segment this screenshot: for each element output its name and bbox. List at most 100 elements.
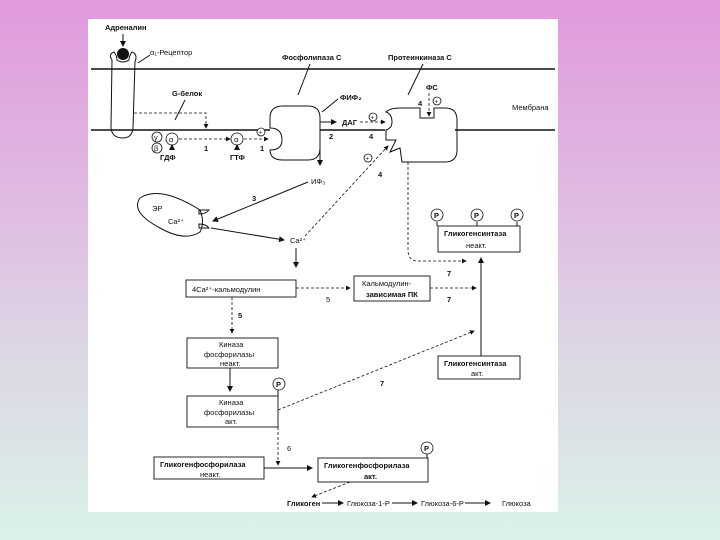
glycogen-synthase-inactive-box	[437, 225, 521, 253]
adrenaline-molecule	[117, 48, 129, 60]
glucose-6-p-label: Глюкоза-6-P	[421, 499, 464, 508]
ca-channel-bottom	[198, 223, 211, 229]
receptor-pointer	[137, 54, 151, 64]
diagram-sheet	[88, 19, 558, 512]
plus-sign-3	[432, 96, 442, 106]
step-7a: 7	[447, 269, 451, 278]
protein-kinase-c-shape	[385, 107, 458, 163]
g-protein-pointer	[174, 99, 186, 121]
gdp-label: ГДФ	[160, 153, 176, 162]
plus-sign-2	[368, 112, 378, 122]
phk-active-line-3: акт.	[225, 417, 237, 426]
phosphorylase-kinase-inactive-box	[186, 337, 279, 369]
phosphate-phk	[272, 377, 286, 391]
gs-active-line-1: Гликогенсинтаза	[444, 359, 507, 368]
step-5b: 5	[238, 311, 242, 320]
gs-inactive-line-1: Гликогенсинтаза	[444, 229, 507, 238]
step-4b: 4	[418, 99, 423, 108]
step-1b: 1	[260, 144, 264, 153]
phosphate-gs-3-label: P	[514, 211, 519, 220]
plus-label-4: +	[366, 157, 370, 163]
phosphate-gp-label: P	[424, 444, 429, 453]
phospholipase-label: Фосфолипаза С	[282, 53, 342, 62]
free-calcium-label: Ca²⁺	[290, 236, 306, 245]
step-6: 6	[287, 444, 291, 453]
phk-active-line-1: Киназа	[219, 398, 244, 407]
beta-subunit	[151, 142, 163, 154]
gs-active-line-2: акт.	[471, 369, 483, 378]
phosphate-gs-1	[430, 208, 444, 222]
ca-channel-top	[198, 209, 211, 215]
gp-inactive-line-1: Гликогенфосфорилаза	[160, 460, 246, 469]
phk-inactive-line-2: фосфорилазы	[204, 350, 254, 359]
glucose-1-p-label: Глюкоза-1-P	[347, 499, 390, 508]
glucose-label: Глюкоза	[502, 499, 532, 508]
receptor-label: α₁-Рецептор	[150, 48, 192, 57]
er-calcium-label: Ca²⁺	[168, 217, 184, 226]
plus-sign-4	[363, 153, 373, 163]
step-3: 3	[252, 194, 256, 203]
receptor-to-gprotein-dashed	[134, 112, 209, 129]
gp-active-line-1: Гликогенфосфорилаза	[324, 461, 410, 470]
endoplasmic-reticulum	[137, 193, 203, 237]
phk-active-line-2: фосфорилазы	[204, 408, 254, 417]
er-to-ca-arrow	[210, 227, 285, 243]
ca-to-pkc-arrow	[304, 145, 389, 237]
phosphate-gs-3	[510, 208, 524, 222]
phosphorylase-kinase-active-box	[186, 395, 279, 428]
gp-to-glycogen-arrow	[311, 481, 351, 498]
gs-inactive-line-2: неакт.	[466, 241, 487, 250]
glycogen-label: Гликоген	[287, 499, 320, 508]
gp-active-line-2: акт.	[364, 472, 377, 481]
protein-kinase-c-label: Протеинкиназа С	[388, 53, 452, 62]
plus-label-2: +	[371, 116, 375, 122]
gtp-label: ГТФ	[230, 153, 246, 162]
beta-label: β	[154, 144, 159, 153]
pkc-to-gs-arrow	[407, 162, 467, 264]
plus-label-1: +	[259, 131, 263, 137]
ip3-label: ИФ₃	[311, 177, 325, 186]
er-label: ЭР	[152, 204, 162, 213]
pkc-pointer	[407, 63, 424, 96]
gamma-subunit	[151, 131, 163, 143]
pip2-label: ФИФ₂	[340, 93, 362, 102]
pip2-pointer	[321, 98, 339, 113]
gdp-triangle	[169, 144, 175, 150]
dag-label: ДАГ	[342, 118, 358, 127]
ps-label: ФС	[426, 83, 438, 92]
step-7b: 7	[447, 295, 451, 304]
phospholipase-pointer	[297, 63, 311, 96]
phosphate-phk-label: P	[276, 380, 281, 389]
alpha-label-2: α	[234, 135, 239, 144]
glycogen-synthase-active-box	[437, 355, 521, 380]
step-2: 2	[329, 132, 333, 141]
phk-to-gs-arrow	[277, 330, 475, 411]
step-7c: 7	[380, 379, 384, 388]
gp-inactive-line-2: неакт.	[200, 470, 221, 479]
phk-inactive-line-1: Киназа	[219, 340, 244, 349]
membrane-label: Мембрана	[512, 103, 549, 112]
phosphate-gs-2-label: P	[474, 211, 479, 220]
adrenaline-label: Адреналин	[105, 23, 147, 32]
step-1a: 1	[204, 144, 208, 153]
campk-line-1: Кальмодулин-	[362, 279, 412, 288]
phospholipase-c-shape	[269, 105, 321, 161]
alpha1-receptor	[109, 51, 137, 139]
step-4c: 4	[378, 170, 383, 179]
alpha-label-1: α	[169, 135, 174, 144]
calmodulin-dependent-pk-box	[353, 275, 431, 302]
phosphate-gs-1-label: P	[434, 211, 439, 220]
campk-line-2: зависимая ПК	[366, 290, 418, 299]
gamma-label: γ	[154, 133, 158, 142]
calmodulin-label: 4Ca²⁺-кальмодулин	[192, 285, 260, 294]
phk-inactive-line-3: неакт.	[220, 359, 241, 368]
step-5a: 5	[326, 295, 330, 304]
plus-sign-1	[256, 127, 266, 137]
step-4a: 4	[369, 132, 374, 141]
phosphate-gs-2	[470, 208, 484, 222]
gtp-triangle	[234, 144, 240, 150]
plus-label-3: +	[435, 100, 439, 106]
g-protein-label: G-белок	[172, 89, 202, 98]
glycogen-phosphorylase-active-box	[317, 457, 429, 483]
